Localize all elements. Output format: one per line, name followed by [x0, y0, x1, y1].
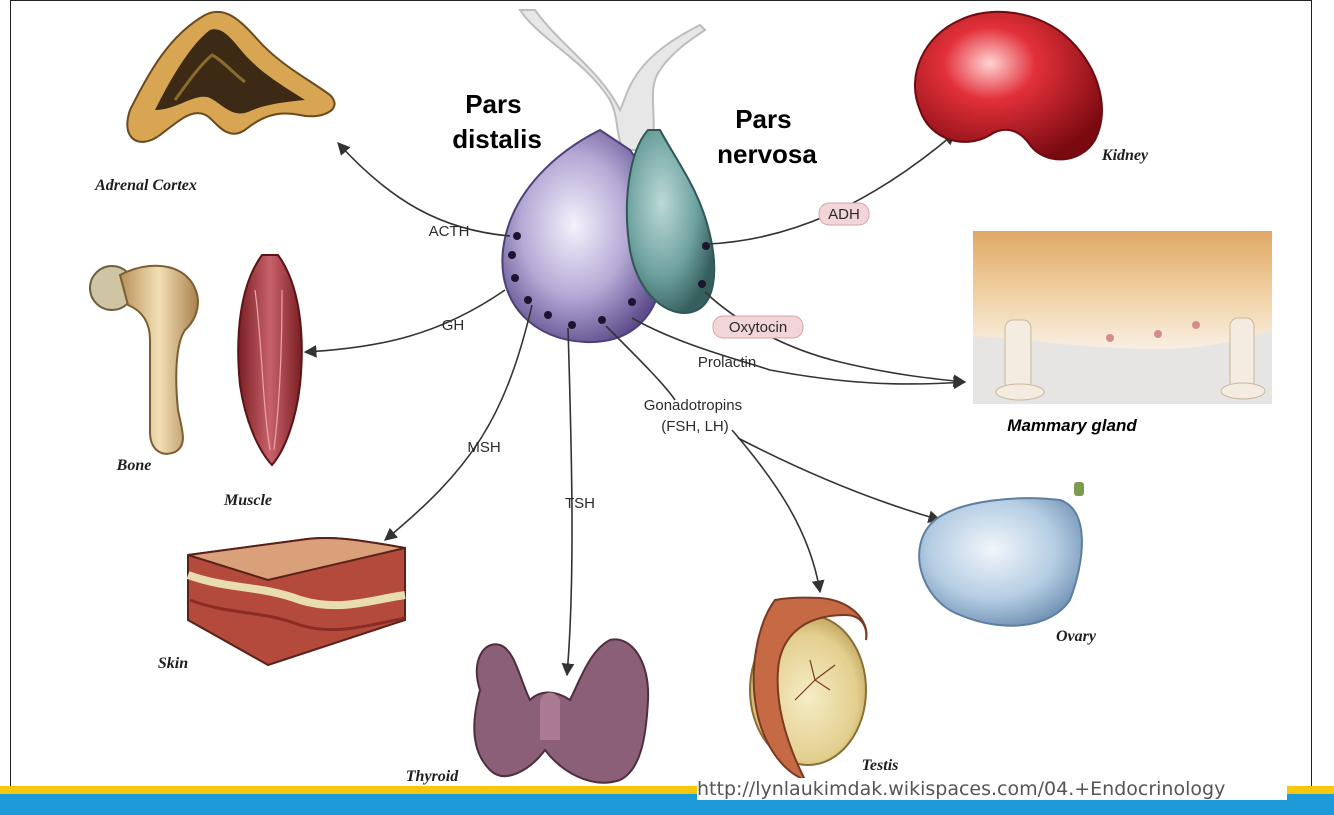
- mammary-gland-photo: [973, 231, 1272, 404]
- gonadotropins-arrow: [606, 326, 675, 400]
- ovary-stem: [1074, 482, 1084, 496]
- muscle-label: Muscle: [223, 492, 272, 509]
- testis-illustration: [750, 598, 867, 780]
- ovary-arrow: [738, 438, 940, 520]
- skin-illustration: [188, 538, 405, 665]
- testis-label: Testis: [862, 757, 899, 774]
- gh-label: GH: [442, 317, 465, 334]
- source-url: http://lynlaukimdak.wikispaces.com/04.+E…: [697, 778, 1287, 800]
- msh-label: MSH: [467, 439, 500, 456]
- adh-label: ADH: [828, 206, 860, 223]
- bone-illustration: [90, 266, 198, 454]
- gonadotropins-label: Gonadotropins (FSH, LH): [644, 397, 747, 435]
- ovary-label: Ovary: [1056, 628, 1097, 645]
- pituitary-gland: [502, 10, 714, 342]
- pars-nervosa-label: Pars nervosa: [717, 104, 817, 169]
- thyroid-illustration: [474, 639, 648, 782]
- kidney-label: Kidney: [1101, 147, 1149, 164]
- muscle-illustration: [238, 255, 302, 465]
- msh-arrow: [385, 305, 532, 540]
- prolactin-label: Prolactin: [698, 354, 756, 371]
- acth-label: ACTH: [429, 223, 470, 240]
- pars-distalis-label: Pars distalis: [452, 89, 542, 154]
- bone-label: Bone: [116, 457, 152, 474]
- infundibulum-stalk: [520, 10, 705, 150]
- testis-arrow: [732, 430, 820, 592]
- thyroid-label: Thyroid: [406, 768, 459, 785]
- acth-arrow: [338, 143, 510, 236]
- adrenal-cortex-illustration: [127, 12, 334, 142]
- ovary-illustration: [919, 482, 1084, 626]
- kidney-illustration: [915, 12, 1102, 160]
- mammary-gland-label: Mammary gland: [1007, 416, 1137, 435]
- oxytocin-label: Oxytocin: [729, 319, 787, 336]
- adrenal-cortex-label: Adrenal Cortex: [94, 177, 197, 194]
- gh-arrow: [305, 290, 505, 352]
- tsh-label: TSH: [565, 495, 595, 512]
- skin-label: Skin: [158, 655, 188, 672]
